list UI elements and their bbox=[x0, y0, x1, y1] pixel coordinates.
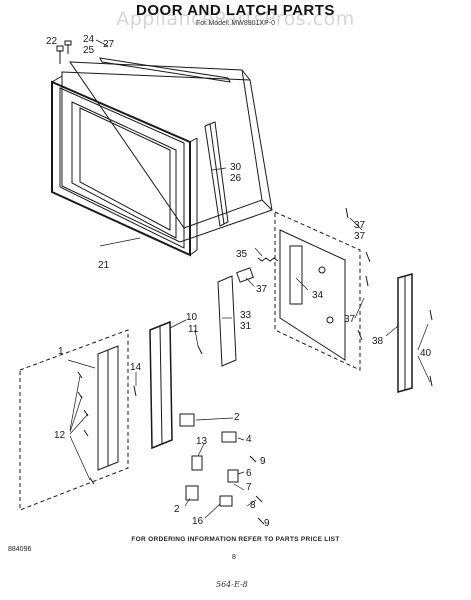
door-seal-part-27 bbox=[204, 121, 229, 227]
callout-27: 30 bbox=[230, 162, 242, 173]
callout-31: 34 bbox=[312, 290, 324, 301]
callout-37-upper: 37 bbox=[354, 231, 366, 242]
callout-25: 26 bbox=[230, 173, 242, 184]
callout-10: 10 bbox=[186, 312, 198, 323]
callout-38: 38 bbox=[372, 336, 384, 347]
switch-part-16 bbox=[219, 495, 233, 507]
page-title: DOOR AND LATCH PARTS bbox=[136, 2, 335, 19]
callout-21: 22 bbox=[46, 36, 58, 47]
callout-24: 25 bbox=[83, 45, 95, 56]
callout-30: 31 bbox=[240, 321, 252, 332]
callout-32: 33 bbox=[240, 310, 252, 321]
spring-part-33 bbox=[257, 257, 279, 262]
handwritten-note: 564-E-8 bbox=[216, 580, 248, 589]
callout-7: 7 bbox=[246, 482, 252, 493]
callout-8: 8 bbox=[250, 500, 256, 511]
callout-34: 37 bbox=[256, 284, 268, 295]
latch-handle-part-32-30 bbox=[217, 275, 237, 367]
model-subtitle: For Model: MW8901XP-0 bbox=[196, 20, 275, 27]
page-number: 8 bbox=[232, 554, 236, 561]
callout-2-lower: 2 bbox=[174, 504, 180, 515]
callout-12: 12 bbox=[54, 430, 66, 441]
latch-plate-part-31 bbox=[279, 229, 346, 361]
callout-4: 4 bbox=[246, 434, 252, 445]
latch-housing-part-1 bbox=[97, 345, 119, 471]
drawing-number: 884096 bbox=[8, 546, 32, 553]
callout-16: 16 bbox=[192, 516, 204, 527]
switch-part-2-lower bbox=[185, 485, 199, 501]
switch-part-6 bbox=[227, 469, 239, 483]
callout-33: 35 bbox=[236, 249, 248, 260]
callout-11: 11 bbox=[188, 324, 199, 335]
dashed-box-latch bbox=[274, 211, 361, 371]
screw-part-22 bbox=[64, 40, 72, 54]
callout-1: 1 bbox=[58, 346, 64, 357]
latch-part-34 bbox=[236, 267, 254, 283]
callout-26: 27 bbox=[103, 39, 115, 50]
callout-37-lower: 37 bbox=[344, 314, 356, 325]
callout-9-lower: 9 bbox=[264, 518, 270, 529]
door-panel-part-26 bbox=[61, 61, 273, 243]
screw-part-21 bbox=[56, 45, 64, 64]
callout-labels: 22 24 25 27 30 26 21 35 37 37 37 34 33 3… bbox=[46, 34, 432, 529]
callout-35: 37 bbox=[354, 220, 366, 231]
callout-6: 6 bbox=[246, 468, 252, 479]
dashed-box-lower bbox=[19, 329, 129, 511]
callout-40: 40 bbox=[420, 348, 432, 359]
switch-part-4 bbox=[221, 431, 237, 443]
ordering-note: FOR ORDERING INFORMATION REFER TO PARTS … bbox=[131, 536, 340, 543]
screws-35-37 bbox=[345, 207, 433, 387]
choke-strip-part-24 bbox=[99, 57, 231, 83]
watermark: AppliancePartsPros.com bbox=[116, 8, 355, 30]
hinge-bar-part-38-40 bbox=[397, 273, 413, 393]
callout-9-upper: 9 bbox=[260, 456, 266, 467]
door-frame-part-20 bbox=[51, 75, 198, 257]
callout-2-upper: 2 bbox=[234, 412, 240, 423]
interlock-bracket-part-10 bbox=[149, 320, 173, 450]
callout-20: 21 bbox=[98, 260, 110, 271]
callout-14: 14 bbox=[130, 362, 142, 373]
switch-part-13 bbox=[191, 455, 203, 471]
leader-lines bbox=[67, 39, 431, 519]
callout-22: 24 bbox=[83, 34, 95, 45]
callout-13: 13 bbox=[196, 436, 208, 447]
switch-part-2-upper bbox=[179, 413, 195, 427]
